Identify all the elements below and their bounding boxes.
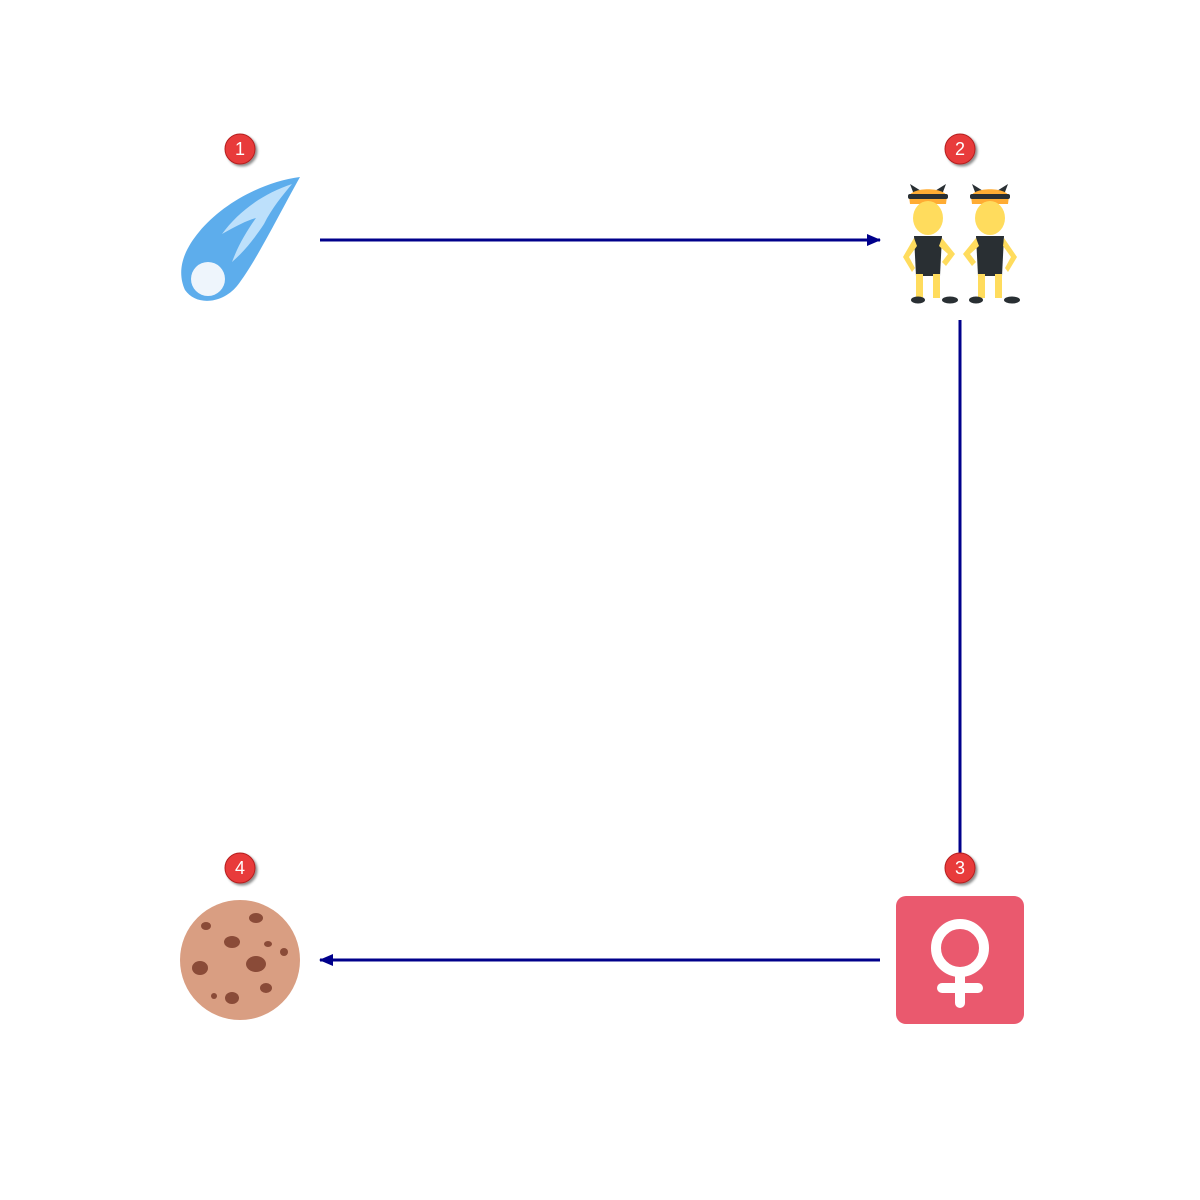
node-2[interactable] xyxy=(903,184,1020,304)
node-1[interactable] xyxy=(181,177,300,301)
comet-icon xyxy=(181,177,300,301)
badge-2: 2 xyxy=(944,133,976,165)
female-sign-icon xyxy=(896,896,1024,1024)
badge-4: 4 xyxy=(224,852,256,884)
badge-1-label: 1 xyxy=(235,139,245,159)
badge-1: 1 xyxy=(224,133,256,165)
node-3[interactable] xyxy=(896,896,1024,1024)
badge-3-label: 3 xyxy=(955,858,965,878)
badge-4-label: 4 xyxy=(235,858,245,878)
women-with-bunny-ears-icon xyxy=(903,184,1020,304)
badge-2-label: 2 xyxy=(955,139,965,159)
badge-3: 3 xyxy=(944,852,976,884)
cookie-icon xyxy=(180,900,300,1020)
node-4[interactable] xyxy=(180,900,300,1020)
